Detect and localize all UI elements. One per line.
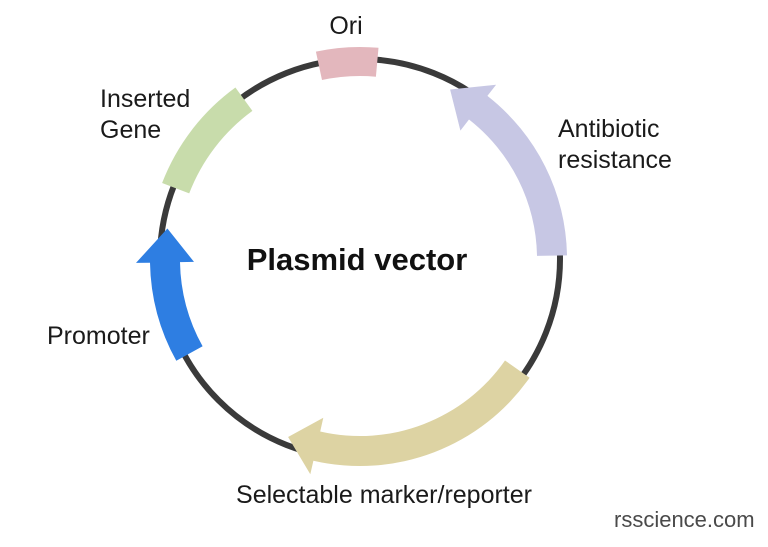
label-ori: Ori bbox=[329, 12, 363, 40]
selectable-marker-arrow bbox=[288, 360, 530, 475]
label-antibiotic-resistance: Antibiotic resistance bbox=[558, 115, 672, 174]
promoter-arrow bbox=[136, 228, 203, 361]
diagram-title: Plasmid vector bbox=[246, 242, 468, 277]
ori-band bbox=[315, 46, 379, 80]
label-promoter: Promoter bbox=[47, 322, 150, 350]
label-selectable-marker: Selectable marker/reporter bbox=[236, 481, 532, 509]
label-inserted-gene: Inserted Gene bbox=[100, 85, 191, 144]
watermark-text: rsscience.com bbox=[614, 507, 755, 532]
antibiotic-resistance-arrow bbox=[450, 84, 567, 256]
inserted-gene-band bbox=[162, 87, 253, 194]
